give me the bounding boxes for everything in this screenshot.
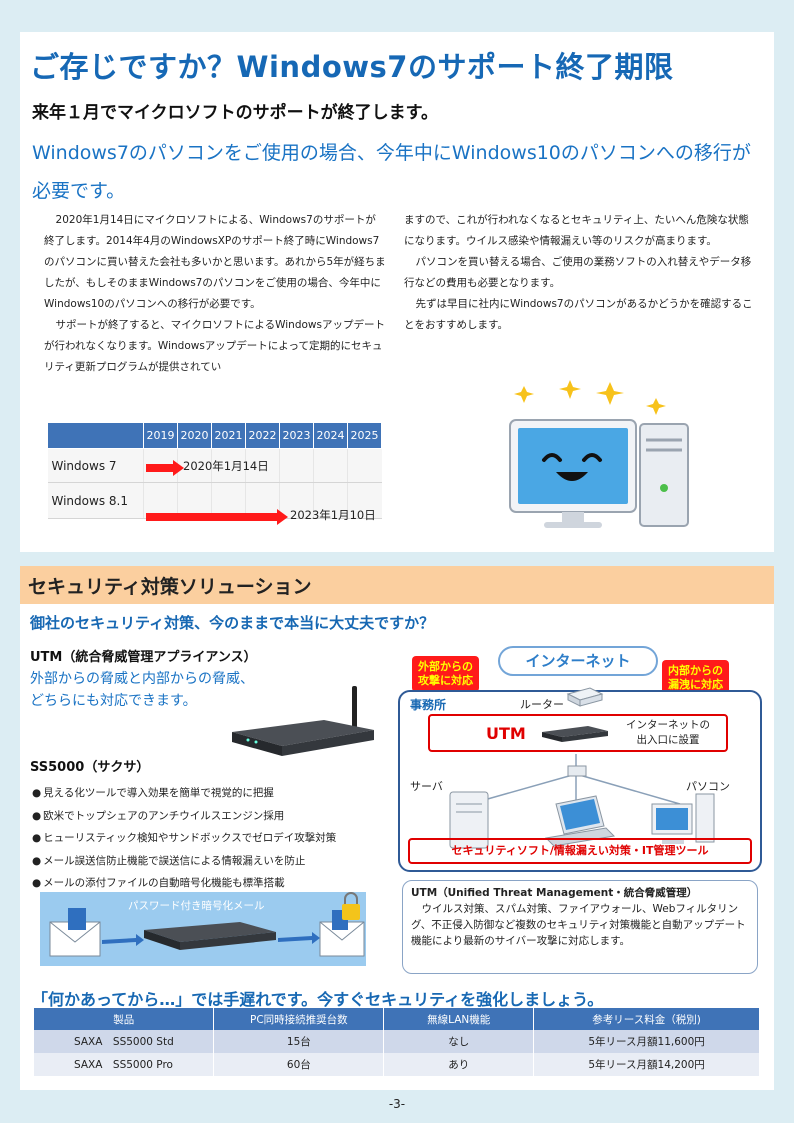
timeline-corner [47,422,144,449]
body-column-right: ますので、これが行われなくなるとセキュリティ上、たいへん危険な状態になります。ウ… [404,210,754,336]
desktop-pc-icon [651,793,715,844]
mail-caption: パスワード付き暗号化メール [128,900,265,912]
utm-device-image [232,686,374,756]
badge-line: 漏洩に対応 [668,678,723,691]
network-diagram: 事務所 ルーター UTM インターネットの 出入口に設置 [398,687,762,872]
table-header: PC同時接続推奨台数 [213,1008,385,1030]
server-label: サーバ [410,780,443,793]
utm-subheading: 外部からの脅威と内部からの脅威、 どちらにも対応できます。 [30,668,254,712]
table-cell: 15台 [213,1030,385,1053]
router-icon [566,687,604,707]
badge-line: 攻撃に対応 [418,674,473,687]
utm-placement-note: インターネットの 出入口に設置 [626,718,710,748]
sparkle-icon [514,380,666,415]
locked-mail-icon [319,892,365,957]
feature-item: メール誤送信防止機能で誤送信による情報漏えいを防止 [32,850,336,873]
badge-line: 外部からの [418,660,473,673]
network-lines [449,754,715,849]
section-header: セキュリティ対策ソリューション [20,566,774,604]
badge-line: 内部からの [668,664,723,677]
mail-envelope-icon [49,908,101,957]
switch-icon [567,765,587,777]
security-solution-panel: セキュリティ対策ソリューション 御社のセキュリティ対策、今のままで本当に大丈夫で… [20,566,774,1090]
table-cell: 5年リース月額14,200円 [533,1053,760,1076]
os-name: Windows 8.1 [47,482,144,519]
year-header: 2022 [245,422,280,449]
table-header: 無線LAN機能 [383,1008,535,1030]
table-cell: 5年リース月額11,600円 [533,1030,760,1053]
timeline-row: Windows 7 [47,448,382,483]
table-cell: SAXA SS5000 Std [34,1030,215,1053]
table-header: 製品 [34,1008,215,1030]
table-cell: SAXA SS5000 Pro [34,1053,215,1076]
body-paragraph: 先ずは早目に社内にWindows7のパソコンがあるかどうかを確認することをおすす… [404,298,753,331]
note-line: インターネットの [626,719,710,731]
feature-list: 見える化ツールで導入効果を簡単で視覚的に把握 欧米でトップシェアのアンチウイルス… [32,782,336,895]
security-tools-box: セキュリティソフト/情報漏えい対策・IT管理ツール [408,838,752,864]
page-title: ご存じですか？Windows7のサポート終了期限 [30,50,674,84]
utm-subheading-line: 外部からの脅威と内部からの脅威、 [30,671,254,687]
year-header: 2024 [313,422,348,449]
windows7-support-panel: ご存じですか？Windows7のサポート終了期限 来年１月でマイクロソフトのサポ… [20,32,774,552]
feature-item: 欧米でトップシェアのアンチウイルスエンジン採用 [32,805,336,828]
year-header: 2025 [347,422,382,449]
year-header: 2021 [211,422,246,449]
page-number: -3- [388,1097,406,1111]
os-name: Windows 7 [47,448,144,483]
win7-end-date: 2020年1月14日 [183,459,269,473]
feature-item: 見える化ツールで導入効果を簡単で視覚的に把握 [32,782,336,805]
year-header: 2019 [143,422,178,449]
utm-subheading-line: どちらにも対応できます。 [30,693,197,709]
office-label: 事務所 [410,698,447,712]
win81-support-arrow [146,509,288,525]
support-end-subtitle: 来年１月でマイクロソフトのサポートが終了します。 [32,103,438,123]
feature-item: メールの添付ファイルの自動暗号化機能も標準搭載 [32,872,336,895]
table-cell: 60台 [213,1053,385,1076]
table-row: SAXA SS5000 Pro 60台 あり 5年リース月額14,200円 [34,1053,760,1076]
external-threat-badge: 外部からの 攻撃に対応 [412,656,479,692]
product-table: 製品 PC同時接続推奨台数 無線LAN機能 参考リース料金（税別) SAXA S… [34,1008,760,1076]
utm-definition-body: ウイルス対策、スパム対策、ファイアウォール、Webフィルタリング、不正侵入防御な… [411,903,746,947]
happy-computer-illustration [509,380,689,528]
note-line: 出入口に設置 [636,734,700,746]
timeline-row: Windows 8.1 [47,482,382,519]
table-row: SAXA SS5000 Std 15台 なし 5年リース月額11,600円 [34,1030,760,1053]
utm-definition-title: UTM（Unified Threat Management・統合脅威管理） [411,887,698,899]
call-to-action: 「何かあってから…」では手遅れです。今すぐセキュリティを強化しましょう。 [32,990,604,1009]
table-header: 参考リース料金（税別) [533,1008,760,1030]
year-header: 2023 [279,422,314,449]
body-column-left: 2020年1月14日にマイクロソフトによる、Windows7のサポートが終了しま… [44,210,386,378]
security-question: 御社のセキュリティ対策、今のままで本当に大丈夫ですか？ [30,614,435,632]
body-paragraph: サポートが終了すると、マイクロソフトによるWindowsアップデートが行われなく… [44,319,385,373]
router-label: ルーター [520,698,564,711]
table-cell: あり [383,1053,535,1076]
utm-device-icon [542,726,608,742]
utm-definition-box: UTM（Unified Threat Management・統合脅威管理） ウイ… [402,880,758,974]
encrypted-mail-illustration: パスワード付き暗号化メール [40,892,366,966]
pc-label: パソコン [686,780,730,793]
server-icon [449,791,489,849]
internet-cloud: インターネット [498,646,658,676]
body-paragraph: ますので、これが行われなくなるとセキュリティ上、たいへん危険な状態になります。ウ… [404,214,749,247]
table-cell: なし [383,1030,535,1053]
laptop-icon [544,795,616,847]
feature-item: ヒューリスティック検知やサンドボックスでゼロデイ攻撃対策 [32,827,336,850]
utm-label: UTM [486,724,526,743]
body-paragraph: 2020年1月14日にマイクロソフトによる、Windows7のサポートが終了しま… [44,214,386,310]
body-paragraph: パソコンを買い替える場合、ご使用の業務ソフトの入れ替えやデータ移行などの費用も必… [404,256,752,289]
support-timeline-table: 2019 2020 2021 2022 2023 2024 2025 Windo… [47,422,382,519]
product-heading: SS5000（サクサ） [30,760,150,775]
migration-lead: Windows7のパソコンをご使用の場合、今年中にWindows10のパソコンへ… [32,142,751,202]
year-header: 2020 [177,422,212,449]
win7-support-arrow [146,460,184,476]
utm-heading: UTM（統合脅威管理アプライアンス） [30,650,257,665]
win81-end-date: 2023年1月10日 [290,508,376,522]
utm-box: UTM インターネットの 出入口に設置 [428,714,728,752]
